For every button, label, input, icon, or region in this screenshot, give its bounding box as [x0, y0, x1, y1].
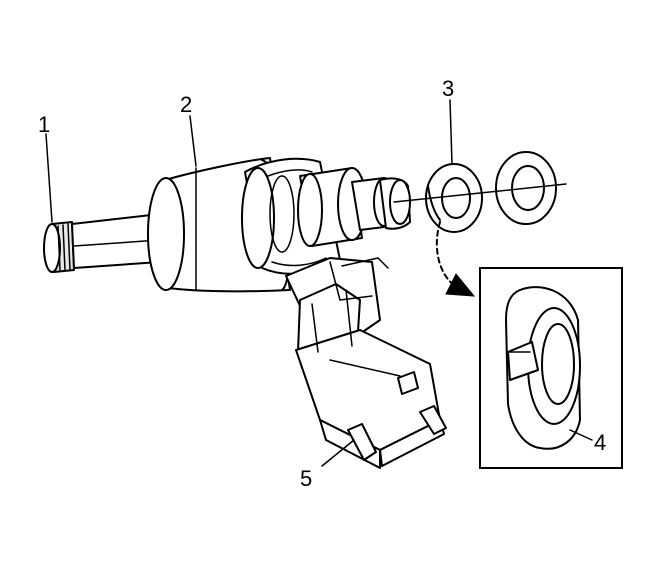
injector-stem — [297, 167, 411, 247]
leader-lines — [45, 99, 593, 467]
callout-1: 1 — [38, 112, 50, 137]
assembly-axis-line — [393, 183, 567, 203]
leader-1 — [45, 133, 53, 223]
callout-5: 5 — [300, 466, 312, 491]
injector-nozzle — [43, 213, 161, 273]
leader-4 — [569, 429, 593, 441]
leader-2 — [189, 115, 197, 167]
callout-2: 2 — [180, 92, 192, 117]
detail-inset — [479, 267, 623, 469]
callout-3: 3 — [442, 76, 454, 101]
callout-4: 4 — [594, 430, 606, 455]
leader-5 — [321, 439, 355, 467]
seal-ring — [425, 163, 483, 233]
detail-arrow — [435, 221, 476, 297]
leader-3 — [449, 99, 453, 165]
electrical-connector — [285, 257, 447, 469]
